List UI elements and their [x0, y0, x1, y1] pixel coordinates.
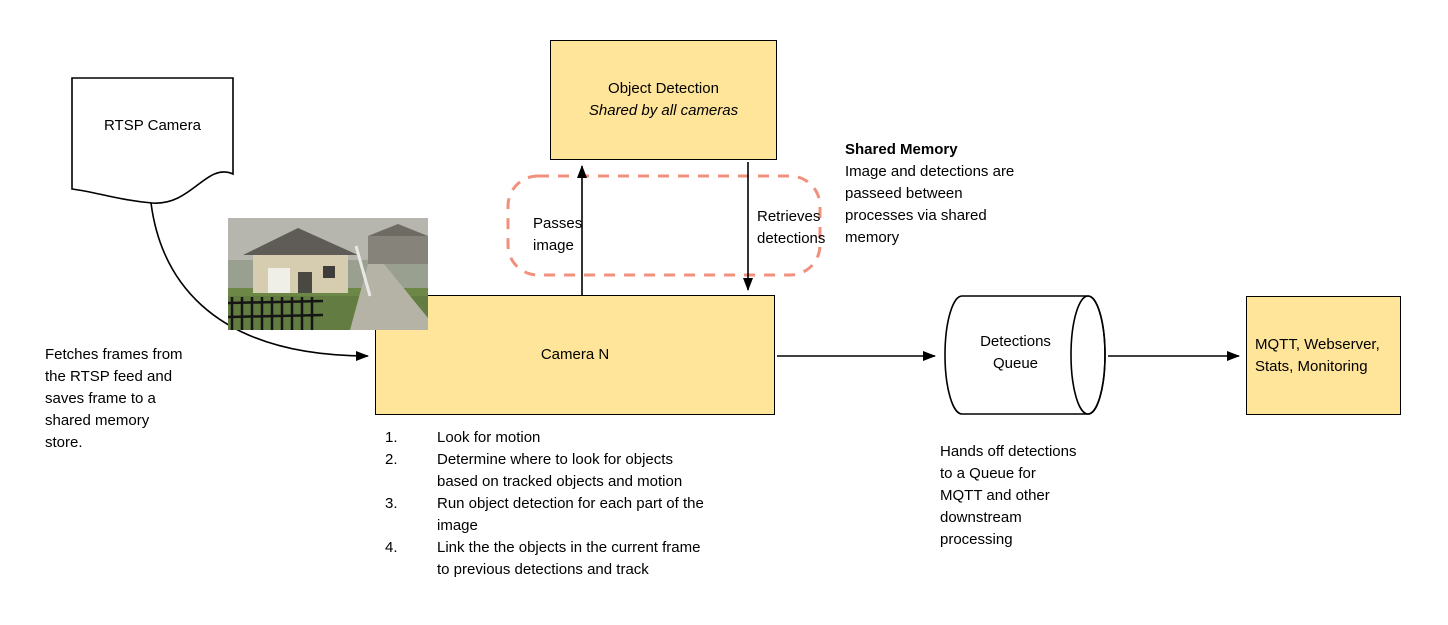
step-number: 1.: [385, 429, 398, 446]
step-text: Look for motion: [437, 429, 541, 446]
photo-fence: [228, 297, 324, 330]
rtsp-document-shape: [71, 77, 234, 204]
detections-queue-label: Detections Queue: [980, 333, 1051, 372]
camera-n-steps: 1. Look for motion 2. Determine where to…: [385, 427, 805, 581]
object-detection-box: Object Detection Shared by all cameras: [550, 40, 777, 160]
step-item: 2. Determine where to look for objects b…: [385, 449, 805, 493]
camera-frame-image: [228, 218, 428, 330]
camera-frame-scene: [228, 218, 428, 330]
photo-house-roof: [243, 228, 358, 255]
photo-distant-roof: [368, 224, 428, 236]
step-number: 2.: [385, 451, 398, 468]
retrieves-detections-label: Retrieves detections: [757, 208, 826, 247]
step-text: Determine where to look for objects base…: [437, 451, 683, 490]
rtsp-camera-label: RTSP Camera: [104, 117, 201, 134]
outputs-label: MQTT, Webserver, Stats, Monitoring: [1255, 335, 1380, 375]
photo-pole: [354, 245, 372, 297]
step-text: Run object detection for each part of th…: [437, 495, 704, 534]
photo-front-door: [298, 272, 312, 293]
queue-handoff-note: Hands off detections to a Queue for MQTT…: [940, 443, 1077, 548]
detections-queue-cap: [1070, 295, 1106, 415]
step-number: 3.: [385, 495, 398, 512]
camera-n-box: Camera N: [375, 295, 775, 415]
camera-n-label: Camera N: [540, 346, 610, 363]
step-text: Link the the objects in the current fram…: [437, 539, 701, 578]
photo-window: [323, 266, 335, 278]
photo-distant-houses: [368, 236, 428, 264]
passes-image-label: Passes image: [533, 215, 583, 254]
step-item: 4. Link the the objects in the current f…: [385, 537, 805, 581]
arrow-rtsp-to-camera: [150, 202, 369, 361]
object-detection-title: Object Detection: [608, 80, 719, 97]
outputs-box: MQTT, Webserver, Stats, Monitoring: [1246, 296, 1401, 415]
step-item: 3. Run object detection for each part of…: [385, 493, 805, 537]
fetch-note: Fetches frames from the RTSP feed and sa…: [45, 346, 183, 451]
shared-memory-note: Shared Memory Image and detections are p…: [845, 139, 1060, 249]
photo-garage-door: [268, 268, 290, 293]
object-detection-subtitle: Shared by all cameras: [588, 102, 739, 119]
photo-sidewalk: [350, 264, 428, 330]
shared-memory-title: Shared Memory: [845, 141, 958, 158]
step-number: 4.: [385, 539, 398, 556]
shared-memory-body: Image and detections are passeed between…: [845, 163, 1015, 246]
step-item: 1. Look for motion: [385, 427, 805, 449]
shared-memory-dashed-outline: [506, 174, 822, 277]
